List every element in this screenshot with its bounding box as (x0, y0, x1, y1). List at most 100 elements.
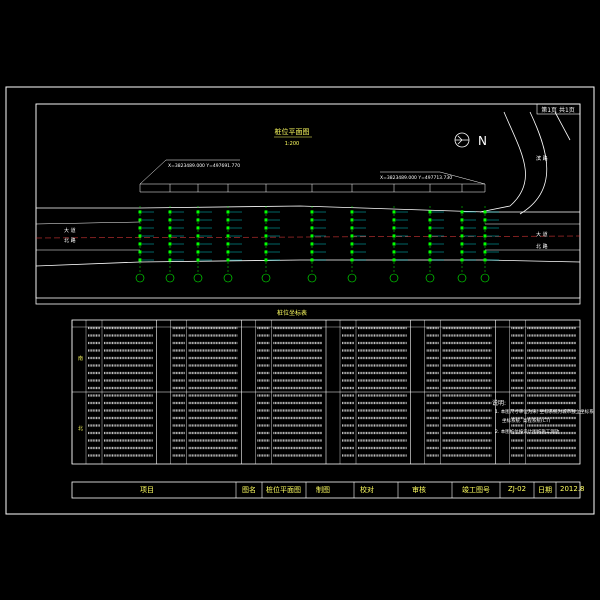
outer-frame (5, 86, 595, 515)
pile-mark (460, 258, 464, 262)
title-block-frame (71, 481, 581, 499)
table-group-label: 北 (78, 425, 83, 432)
pile-mark (138, 250, 142, 254)
axis-bubble (193, 273, 203, 283)
road-top-edge (36, 205, 580, 213)
plan-title: 桩位平面图 (275, 127, 310, 136)
coord-leader-right (439, 171, 486, 185)
pile-mark (392, 210, 396, 214)
pile-mark (428, 250, 432, 254)
pile-mark (350, 234, 354, 238)
pile-mark (392, 234, 396, 238)
road-curve-edge (554, 111, 571, 141)
pile-mark (196, 210, 200, 214)
pile-mark (264, 258, 268, 262)
pile-mark (350, 242, 354, 246)
title-design-label: 制图 (316, 486, 330, 494)
pile-mark (264, 234, 268, 238)
left-road-label-1: 大 道 (64, 227, 76, 234)
pile-mark (392, 242, 396, 246)
title-drawing-name: 桩位平面图 (266, 486, 301, 494)
pile-mark (310, 226, 314, 230)
pile-mark (392, 258, 396, 262)
notes-line-2: 坐标系统. 高程系统(CT) (502, 419, 551, 424)
pile-mark (350, 258, 354, 262)
axis-bubble (389, 273, 399, 283)
pile-mark (428, 218, 432, 222)
pile-mark (350, 250, 354, 254)
north-label: N (478, 134, 487, 148)
pile-mark (226, 242, 230, 246)
coord-table-grid: 南北 (71, 320, 580, 464)
axis-bubble (307, 273, 317, 283)
right-road-label-2: 北 路 (536, 243, 548, 250)
top-right-road-label: 滨 路 (536, 155, 548, 162)
axis-bubble (425, 273, 435, 283)
pile-mark (310, 210, 314, 214)
pile-mark (226, 250, 230, 254)
road-curve-inner (519, 111, 548, 215)
pile-mark (138, 218, 142, 222)
pile-mark (226, 218, 230, 222)
pile-mark (138, 258, 142, 262)
title-date: 2012.8 (560, 485, 585, 493)
pile-mark (460, 210, 464, 214)
pile-mark (392, 226, 396, 230)
axis-bubble (347, 273, 357, 283)
pile-mark (196, 218, 200, 222)
pile-mark (483, 234, 487, 238)
axis-bubble (480, 273, 490, 283)
pile-mark (392, 218, 396, 222)
pile-mark (310, 258, 314, 262)
pile-mark (196, 234, 200, 238)
table-group-label: 南 (78, 355, 83, 362)
pile-mark (428, 226, 432, 230)
pile-mark (226, 210, 230, 214)
pile-mark (310, 218, 314, 222)
pile-mark (428, 242, 432, 246)
pile-mark (168, 226, 172, 230)
pile-mark (428, 234, 432, 238)
pile-mark (350, 226, 354, 230)
notes-line-1: 1. 本图尺寸单位为米, 坐标系统为城市独立坐标系 (495, 410, 594, 415)
notes-line-3: 2. 本图桩位按设计图纸施工测放 (495, 430, 560, 435)
title-project-label: 项目 (140, 486, 154, 494)
pile-mark (483, 258, 487, 262)
axis-bubble (223, 273, 233, 283)
pile-mark (264, 242, 268, 246)
pile-mark (168, 218, 172, 222)
pile-mark (310, 250, 314, 254)
pile-mark (138, 242, 142, 246)
coord-leader-left (139, 159, 167, 185)
notes-title: 说明: (492, 400, 507, 407)
pile-mark (483, 242, 487, 246)
pile-mark (460, 234, 464, 238)
table-title: 桩位坐标表 (277, 309, 307, 317)
pile-mark (264, 210, 268, 214)
pile-columns (135, 184, 499, 283)
pile-mark (138, 234, 142, 238)
title-check-label: 校对 (360, 486, 374, 494)
right-road-label-1: 大 道 (536, 231, 548, 238)
title-drawing-name-label: 图名 (242, 486, 256, 494)
pile-mark (350, 210, 354, 214)
left-road-label-2: 北 路 (64, 237, 76, 244)
pile-mark (168, 210, 172, 214)
title-date-label: 日期 (538, 486, 552, 494)
road-centerline (35, 235, 581, 239)
coord-right: X=3823489.000 Y=497713.730 (380, 175, 452, 181)
title-drawing-no: ZJ-02 (508, 485, 527, 493)
pile-mark (196, 250, 200, 254)
axis-bubble (261, 273, 271, 283)
pile-mark (196, 226, 200, 230)
pile-mark (483, 250, 487, 254)
title-block (71, 481, 581, 499)
pile-mark (264, 226, 268, 230)
pile-mark (168, 258, 172, 262)
sheet-tag-box (536, 103, 581, 115)
pile-mark (483, 226, 487, 230)
pile-mark (350, 218, 354, 222)
pile-mark (138, 210, 142, 214)
pile-mark (460, 250, 464, 254)
